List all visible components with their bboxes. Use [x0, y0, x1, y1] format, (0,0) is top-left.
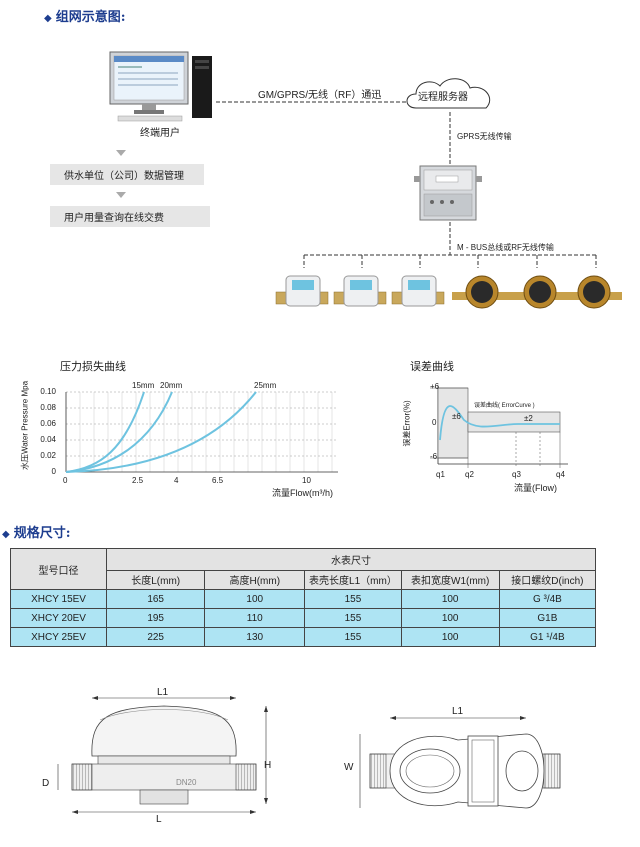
row-cell: 165: [106, 589, 206, 609]
diamond-bullet-icon: ◆: [44, 13, 52, 24]
col-model: 型号口径: [9, 548, 108, 590]
table-row: XHCY 15EV 165 100 155 100 G ³/4B: [9, 589, 597, 609]
x-tick: 10: [302, 476, 311, 485]
arrow-down-icon: [116, 150, 126, 156]
dim-L1-top: L1: [452, 706, 464, 717]
dim-DN: DN20: [176, 778, 197, 787]
cloud-icon: [406, 78, 491, 109]
row-model: XHCY 15EV: [9, 589, 108, 609]
water-meters: [275, 275, 622, 309]
link-label: GM/GPRS/无线（RF）通迅: [258, 90, 382, 101]
x-tick: 2.5: [132, 476, 144, 485]
pressure-chart: [65, 391, 338, 473]
group-header: 水表尺寸: [106, 548, 596, 571]
top-view-drawing: [359, 716, 561, 809]
error-y-tick: -6: [430, 452, 438, 461]
y-tick: 0.08: [40, 402, 56, 412]
brass-meter-icon: [452, 275, 512, 309]
y-tick: 0.10: [40, 387, 56, 396]
row-cell: G1 ¹/4B: [498, 627, 597, 647]
dim-W: W: [344, 762, 354, 773]
col-header: 长度L(mm): [106, 569, 206, 591]
x-tick: 4: [174, 476, 179, 485]
col-header: 接口螺纹D(inch): [498, 569, 597, 591]
curve-label: 25mm: [254, 381, 277, 390]
side-view-drawing: [57, 696, 268, 814]
row-cell: 100: [400, 589, 500, 609]
brass-meter-icon: [510, 275, 570, 309]
error-xlabel: 流量(Flow): [514, 483, 557, 493]
table-row: XHCY 25EV 225 130 155 100 G1 ¹/4B: [9, 627, 597, 647]
y-tick: 0.06: [40, 418, 56, 428]
curve-label: 误差曲线( ErrorCurve ): [474, 403, 535, 409]
x-tick: 6.5: [212, 476, 224, 485]
pressure-chart-title: 压力损失曲线: [60, 361, 126, 373]
dim-L1: L1: [157, 687, 169, 698]
dim-D: D: [42, 778, 50, 789]
arrow-down-icon: [116, 192, 126, 198]
row-cell: 155: [304, 589, 402, 609]
curve-label: 15mm: [132, 381, 155, 390]
y-tick: 0: [51, 466, 56, 476]
error-ylabel: 误差Error(%): [402, 400, 412, 447]
gprs-label: GPRS无线传输: [457, 132, 512, 141]
smart-meter-icon: [333, 275, 387, 307]
row-model: XHCY 20EV: [9, 608, 108, 628]
spec-title: ◆规格尺寸:: [2, 526, 71, 541]
row-model: XHCY 25EV: [9, 627, 108, 647]
network-title: ◆组网示意图:: [44, 10, 126, 25]
box-online-payment: 用户用量查询在线交费: [50, 206, 210, 227]
error-x-tick: q1: [436, 470, 445, 479]
server-label: 远程服务器: [418, 92, 468, 103]
table-row: XHCY 20EV 195 110 155 100 G1B: [9, 608, 597, 628]
smart-meter-icon: [275, 275, 329, 307]
diamond-bullet-icon: ◆: [2, 529, 10, 540]
end-user-label: 终端用户: [140, 128, 180, 139]
box-data-management: 供水单位（公司）数据管理: [50, 164, 204, 185]
y-tick: 0.02: [40, 450, 56, 460]
col-header: 高度H(mm): [204, 569, 306, 591]
computer-icon: [109, 51, 212, 122]
row-cell: 100: [204, 589, 306, 609]
pressure-ylabel: 水压Water Pressure Mpa: [20, 380, 30, 471]
error-y-tick: 0: [432, 418, 437, 427]
smart-meter-icon: [391, 275, 445, 307]
pressure-y-ticks: 0.10 0.08 0.06 0.04 0.02 0: [24, 384, 56, 479]
concentrator-icon: [414, 165, 482, 221]
row-cell: 155: [304, 608, 402, 628]
error-x-tick: q3: [512, 470, 521, 479]
row-cell: 195: [106, 608, 206, 628]
dim-H: H: [264, 760, 272, 771]
band-label: ±6: [452, 412, 461, 421]
x-tick: 0: [63, 476, 68, 485]
col-header: 表扣宽度W1(mm): [400, 569, 500, 591]
row-cell: 225: [106, 627, 206, 647]
brass-meter-icon: [566, 275, 622, 309]
col-header: 表壳长度L1（mm）: [304, 569, 402, 591]
row-cell: G1B: [498, 608, 597, 628]
error-x-tick: q2: [465, 470, 474, 479]
error-chart-title: 误差曲线: [410, 361, 454, 373]
row-cell: 155: [304, 627, 402, 647]
row-cell: 110: [204, 608, 306, 628]
row-cell: 130: [204, 627, 306, 647]
bus-label: M - BUS总线或RF无线传输: [457, 243, 554, 252]
curve-label: 20mm: [160, 381, 183, 390]
row-cell: G ³/4B: [498, 589, 597, 609]
band-label: ±2: [524, 414, 533, 423]
pressure-xlabel: 流量Flow(m³/h): [272, 488, 333, 498]
dim-L: L: [156, 814, 162, 825]
network-lines: [216, 101, 597, 268]
error-chart: [430, 386, 568, 468]
y-tick: 0.04: [40, 434, 56, 444]
row-cell: 100: [400, 627, 500, 647]
error-y-tick: +6: [430, 382, 440, 391]
spec-table: 型号口径 水表尺寸 长度L(mm) 高度H(mm) 表壳长度L1（mm） 表扣宽…: [9, 548, 597, 647]
row-cell: 100: [400, 608, 500, 628]
error-x-tick: q4: [556, 470, 565, 479]
